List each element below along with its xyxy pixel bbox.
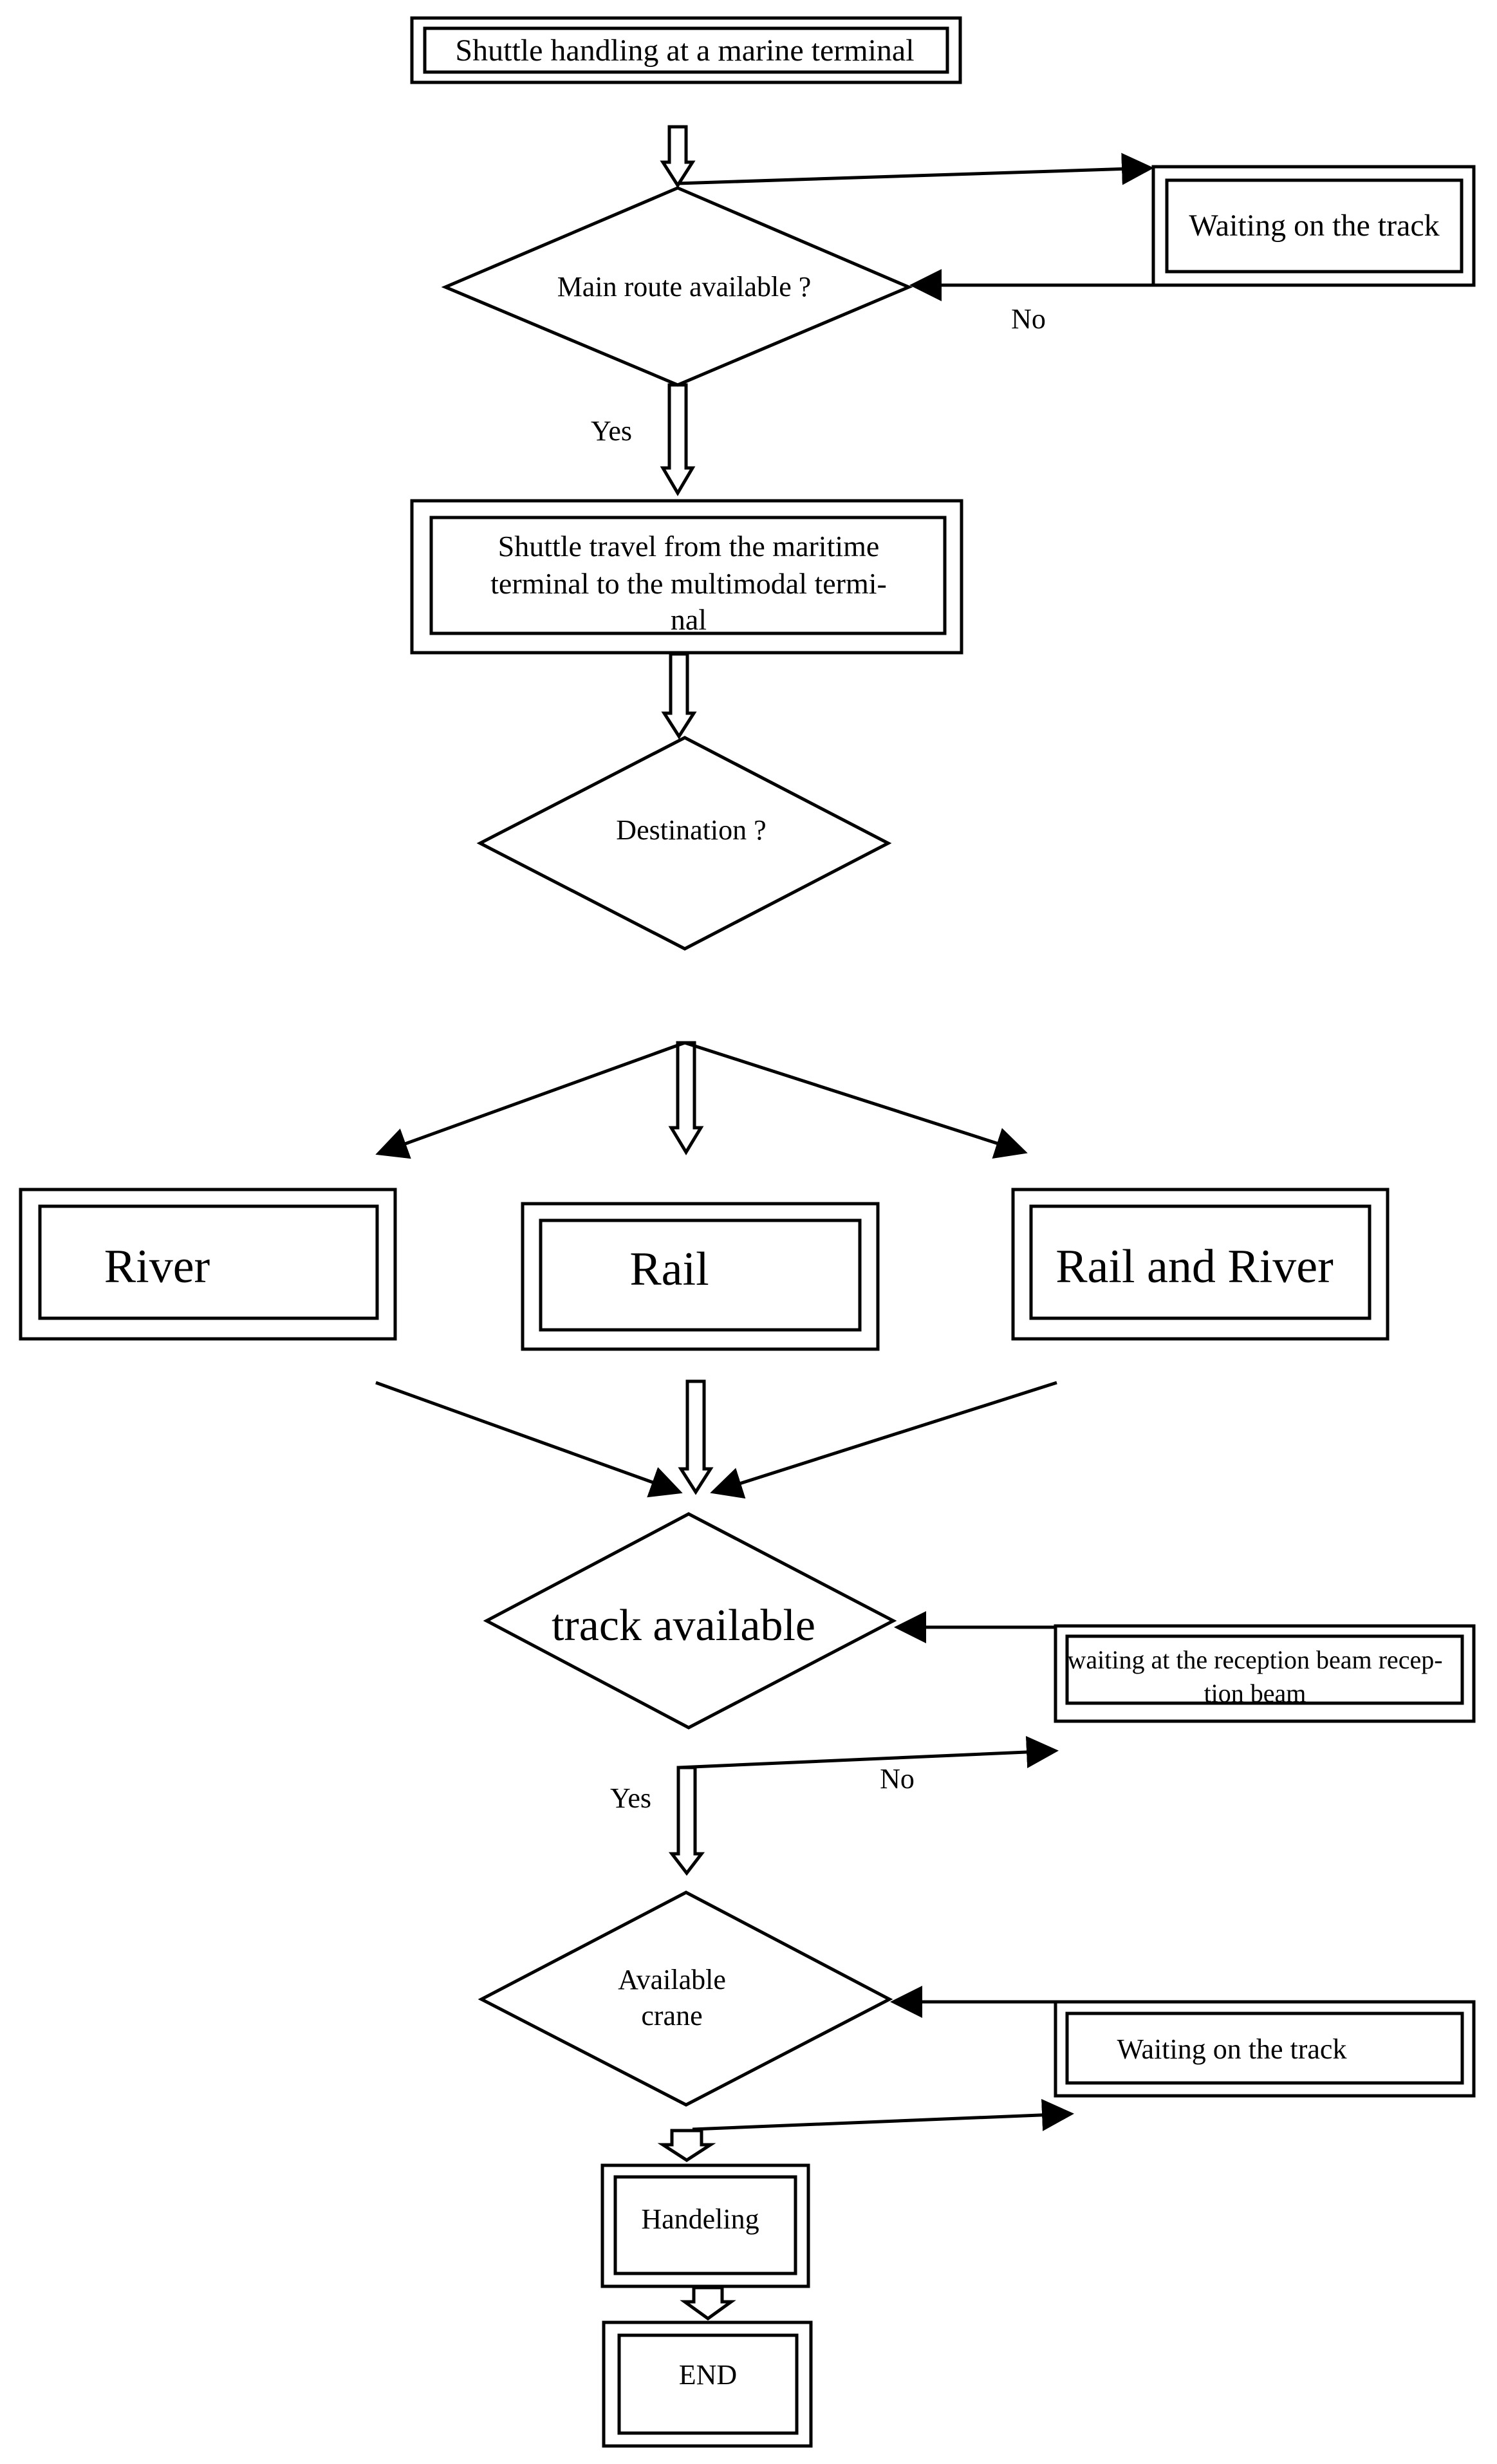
- rail-box: Rail: [521, 1202, 880, 1351]
- hollow-arrow-handling: [657, 2129, 716, 2162]
- rail-label: Rail: [629, 1243, 709, 1296]
- shuttle-travel-line-2: terminal to the multimodal termi-: [490, 567, 887, 600]
- waiting-reception-line-1: waiting at the reception beam recep-: [1067, 1645, 1442, 1674]
- shuttle-travel-box: Shuttle travel from the maritime termina…: [410, 499, 963, 655]
- start-box: Shuttle handling at a marine terminal: [410, 16, 962, 84]
- handling-label: Handeling: [641, 2203, 759, 2235]
- wait-track-1-label: Waiting on the track: [1189, 209, 1439, 243]
- hollow-arrow-yes-2: [668, 1766, 705, 1876]
- available-crane-line-2: crane: [641, 2000, 702, 2031]
- destination-diamond: Destination ?: [476, 736, 892, 951]
- wait-track-2-box: Waiting on the track: [1054, 2000, 1476, 2098]
- waiting-reception-box: waiting at the reception beam recep- tio…: [1054, 1624, 1476, 1723]
- arrow-to-river: [375, 1041, 685, 1159]
- arrow-to-rail-and-river: [684, 1041, 1028, 1159]
- arrow-from-river: [375, 1381, 683, 1498]
- available-crane-line-1: Available: [618, 1964, 726, 1995]
- wait-track-2-label: Waiting on the track: [1117, 2033, 1347, 2065]
- rail-and-river-label: Rail and River: [1055, 1240, 1334, 1293]
- yes-label-2: Yes: [610, 1782, 651, 1814]
- yes-label-1: Yes: [591, 415, 632, 447]
- hollow-arrow-end: [680, 2286, 736, 2321]
- track-available-diamond: track available: [483, 1512, 897, 1730]
- arrow-to-wait-2: [692, 2098, 1074, 2131]
- waiting-reception-line-2: tion beam: [1204, 1679, 1306, 1708]
- river-label: River: [104, 1240, 210, 1293]
- end-label: END: [679, 2359, 737, 2391]
- wait-track-1-box: Waiting on the track: [1151, 165, 1476, 287]
- destination-label: Destination ?: [616, 814, 766, 846]
- hollow-arrow-yes-1: [660, 383, 696, 496]
- rail-and-river-box: Rail and River: [1011, 1188, 1390, 1341]
- river-box: River: [19, 1188, 397, 1341]
- hollow-arrow-destination: [661, 652, 697, 740]
- end-box: END: [602, 2320, 813, 2448]
- track-available-label: track available: [552, 1601, 815, 1650]
- main-route-diamond: Main route available ?: [441, 186, 913, 387]
- arrow-no-to-reception: [678, 1736, 1059, 1769]
- shuttle-travel-line-1: Shuttle travel from the maritime: [498, 530, 880, 563]
- available-crane-diamond: Available crane: [478, 1890, 893, 2107]
- no-label-1: No: [1011, 303, 1046, 335]
- hollow-arrow-from-rail: [678, 1379, 714, 1495]
- main-route-label: Main route available ?: [557, 271, 812, 303]
- arrow-to-wait-1: [677, 153, 1154, 185]
- no-label-2: No: [880, 1763, 915, 1795]
- arrow-from-rail-and-river: [710, 1381, 1057, 1499]
- handling-box: Handeling: [600, 2163, 810, 2288]
- shuttle-travel-line-3: nal: [671, 603, 707, 636]
- hollow-arrow-to-rail: [668, 1041, 704, 1155]
- hollow-arrow-start: [660, 125, 696, 189]
- start-label: Shuttle handling at a marine terminal: [455, 33, 914, 68]
